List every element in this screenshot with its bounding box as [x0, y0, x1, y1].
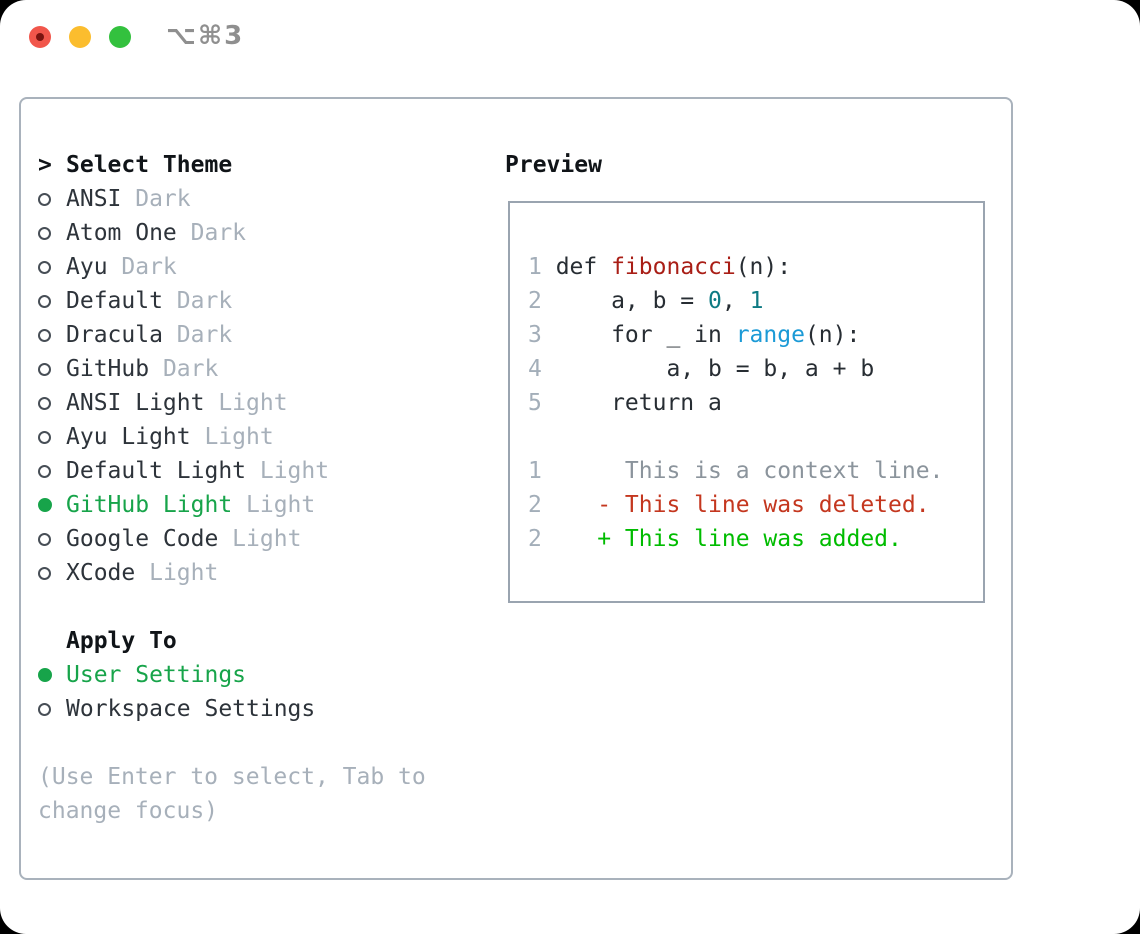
radio-icon [38, 430, 51, 444]
theme-option-default-light[interactable]: Default Light Light [38, 454, 426, 488]
radio-icon [38, 498, 52, 512]
close-button[interactable] [29, 26, 51, 48]
token-deleted: - This line was deleted. [597, 492, 930, 518]
theme-selector: > Select Theme ANSI Dark Atom One Dark A… [38, 148, 426, 828]
line-number: 1 [528, 254, 542, 280]
apply-to-list: User Settings Workspace Settings [38, 658, 426, 726]
token-code: return a [555, 390, 722, 416]
token-builtin: range [735, 322, 805, 348]
preview-title: Preview [505, 152, 602, 178]
radio-icon [38, 702, 51, 716]
token-code: (n): [735, 254, 792, 280]
token-code: a, b = [555, 288, 709, 314]
theme-option-ayu[interactable]: Ayu Dark [38, 250, 426, 284]
main-panel: > Select Theme ANSI Dark Atom One Dark A… [19, 97, 1013, 880]
radio-icon [38, 362, 51, 376]
theme-option-ayu-light[interactable]: Ayu Light Light [38, 420, 426, 454]
theme-option-default[interactable]: Default Dark [38, 284, 426, 318]
token-code: (n): [804, 322, 861, 348]
window-title: ⌥⌘3 [166, 21, 245, 51]
token-code: def [555, 254, 612, 280]
theme-list: ANSI Dark Atom One Dark Ayu Dark Default… [38, 182, 426, 590]
radio-icon [38, 294, 51, 308]
apply-option-workspace-settings[interactable]: Workspace Settings [38, 692, 426, 726]
radio-icon [38, 192, 51, 206]
theme-option-xcode[interactable]: XCode Light [38, 556, 426, 590]
close-dot-icon [36, 33, 44, 41]
token-func: fibonacci [611, 254, 736, 280]
token-code [556, 526, 598, 552]
zoom-button[interactable] [109, 26, 131, 48]
spacer [38, 590, 426, 624]
radio-icon [38, 396, 51, 410]
line-number: 5 [528, 390, 542, 416]
token-code: , [721, 288, 750, 314]
line-number: 4 [528, 356, 542, 382]
prompt-chevron-icon: > [38, 152, 52, 178]
theme-option-ansi-light[interactable]: ANSI Light Light [38, 386, 426, 420]
line-number: 1 [528, 458, 542, 484]
preview-header: Preview [505, 148, 602, 182]
apply-to-header: Apply To [38, 624, 426, 658]
apply-to-title: Apply To [66, 628, 177, 654]
radio-icon [38, 668, 52, 682]
token-num: 0 [708, 288, 722, 314]
radio-icon [38, 532, 51, 546]
preview-code-line: 1 def fibonacci(n): [528, 250, 943, 284]
preview-code-line: 2 + This line was added. [528, 522, 943, 556]
spacer [38, 726, 426, 760]
preview-code-line: 4 a, b = b, a + b [528, 352, 943, 386]
token-context: This is a context line. [555, 458, 944, 484]
preview-code-line [528, 420, 943, 454]
line-number: 2 [528, 288, 542, 314]
line-number: 3 [528, 322, 542, 348]
theme-option-google-code[interactable]: Google Code Light [38, 522, 426, 556]
preview-code-line: 2 - This line was deleted. [528, 488, 943, 522]
radio-icon [38, 464, 51, 478]
line-number: 2 [528, 526, 542, 552]
theme-option-atom-one[interactable]: Atom One Dark [38, 216, 426, 250]
theme-option-github-light[interactable]: GitHub Light Light [38, 488, 426, 522]
apply-option-user-settings[interactable]: User Settings [38, 658, 426, 692]
select-theme-header: > Select Theme [38, 148, 426, 182]
preview-code-line: 1 This is a context line. [528, 454, 943, 488]
token-code: a, b = b, a + b [555, 356, 875, 382]
token-code: for _ in [555, 322, 736, 348]
preview-code-line: 3 for _ in range(n): [528, 318, 943, 352]
token-added: + This line was added. [597, 526, 902, 552]
radio-icon [38, 566, 51, 580]
line-number: 2 [528, 492, 542, 518]
preview-code-line: 2 a, b = 0, 1 [528, 284, 943, 318]
minimize-button[interactable] [69, 26, 91, 48]
radio-icon [38, 260, 51, 274]
theme-option-ansi[interactable]: ANSI Dark [38, 182, 426, 216]
token-num: 1 [749, 288, 764, 314]
radio-icon [38, 226, 51, 240]
theme-option-dracula[interactable]: Dracula Dark [38, 318, 426, 352]
hint-text-line2: change focus) [38, 798, 219, 824]
theme-option-github[interactable]: GitHub Dark [38, 352, 426, 386]
hint-text-line1: (Use Enter to select, Tab to [38, 764, 426, 790]
token-code [556, 492, 598, 518]
radio-icon [38, 328, 51, 342]
titlebar: ⌥⌘3 [0, 0, 1140, 74]
select-theme-title: Select Theme [66, 152, 233, 178]
preview-code-line: 5 return a [528, 386, 943, 420]
